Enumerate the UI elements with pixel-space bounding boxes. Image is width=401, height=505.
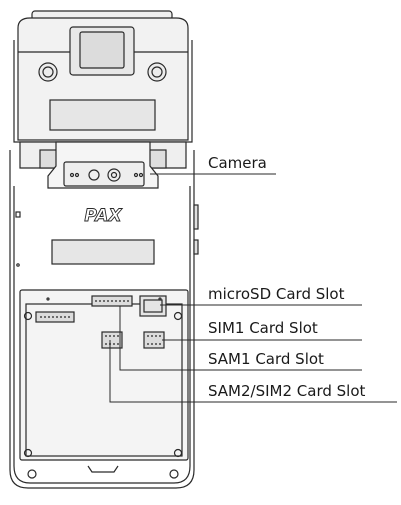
leader-sam1 xyxy=(119,306,362,371)
compartment-screw-tl-icon xyxy=(23,311,33,321)
screw-right-icon xyxy=(147,62,167,82)
battery-connector xyxy=(35,311,75,323)
camera-lens-2-icon xyxy=(107,168,121,182)
side-button xyxy=(193,204,199,230)
hinge-block-right xyxy=(147,149,167,169)
camera-flash-right-icon xyxy=(133,172,139,178)
side-mark-icon xyxy=(15,211,21,218)
bottom-notch xyxy=(87,465,119,473)
camera-flash-right-2-icon xyxy=(138,172,144,178)
rear-camera-plate xyxy=(63,161,145,187)
sam1-card-slot-label: SAM1 Card Slot xyxy=(208,350,324,368)
top-label-area xyxy=(49,99,156,131)
screw-left-inner-icon xyxy=(42,66,54,78)
compartment-dot-1-icon xyxy=(46,297,50,301)
sim1-card-slot-label: SIM1 Card Slot xyxy=(208,319,318,337)
screw-left-icon xyxy=(38,62,58,82)
sam1-slot xyxy=(101,331,123,349)
sim1-slot xyxy=(143,331,165,349)
camera-lens-1-icon xyxy=(88,169,100,181)
side-button-2 xyxy=(193,239,199,255)
compartment-dot-2-icon xyxy=(158,297,162,301)
microsd-card-slot-label: microSD Card Slot xyxy=(208,285,345,303)
microsd-slot xyxy=(139,295,167,317)
hinge-block-left xyxy=(39,149,59,169)
brand-logo: PAX xyxy=(84,206,122,226)
middle-label-area xyxy=(51,239,155,265)
device-body xyxy=(9,150,195,489)
device-body-inner xyxy=(13,186,191,484)
camera-flash-left-2-icon xyxy=(74,172,80,178)
camera-label: Camera xyxy=(208,154,267,172)
compartment-screw-bl-icon xyxy=(23,448,33,458)
camera-window-inner xyxy=(79,31,125,69)
microsd-slot-inner xyxy=(143,299,163,313)
screw-right-inner-icon xyxy=(151,66,163,78)
leader-sam2-sim2 xyxy=(109,340,397,403)
camera-flash-left-icon xyxy=(69,172,75,178)
compartment-screw-tr-icon xyxy=(173,311,183,321)
camera-lens-2-inner-icon xyxy=(110,171,118,179)
bottom-screw-left-icon xyxy=(27,469,37,479)
sam2-sim2-card-slot-label: SAM2/SIM2 Card Slot xyxy=(208,382,366,400)
compartment-screw-br-icon xyxy=(173,448,183,458)
side-dot-icon xyxy=(16,263,20,267)
bottom-screw-right-icon xyxy=(169,469,179,479)
